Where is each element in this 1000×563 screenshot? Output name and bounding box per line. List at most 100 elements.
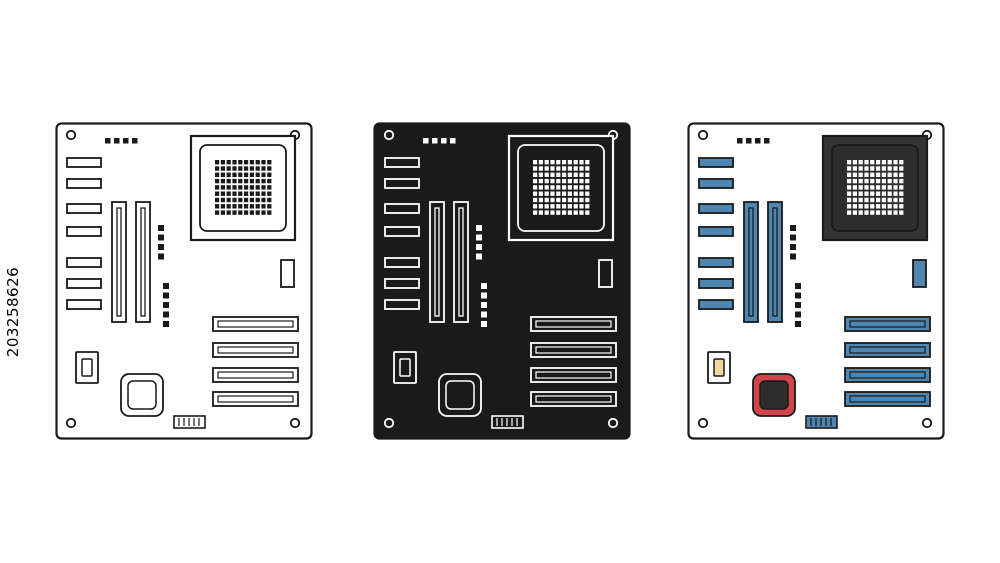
pin — [163, 311, 169, 318]
cpu-pin — [226, 166, 231, 171]
cpu-pin — [238, 160, 243, 165]
motherboard-svg — [687, 122, 945, 440]
cpu-pin — [870, 204, 875, 209]
cpu-pin — [538, 178, 543, 184]
cpu-pin — [267, 204, 272, 209]
cpu-pin — [215, 160, 220, 165]
cpu-pin — [215, 204, 220, 209]
pci-slot-groove — [217, 371, 294, 379]
cpu-pin — [567, 178, 572, 184]
cpu-pin — [533, 178, 538, 184]
cpu-pin — [544, 178, 549, 184]
cpu-pin — [881, 204, 886, 209]
cpu-pin — [261, 191, 266, 196]
cpu-pin — [550, 166, 555, 171]
cpu-pin — [550, 191, 555, 196]
cpu-pin — [887, 172, 892, 177]
pin — [476, 234, 482, 241]
cpu-pin — [881, 185, 886, 190]
cpu-pin — [215, 197, 220, 203]
pin — [163, 302, 169, 308]
cpu-pin — [876, 191, 881, 196]
cpu-pin — [255, 178, 260, 184]
cpu-pin — [261, 172, 266, 177]
cpu-pin — [538, 191, 543, 196]
cpu-pin — [579, 204, 584, 209]
cpu-pin — [585, 185, 590, 190]
pin — [795, 321, 801, 327]
cpu-pin — [249, 160, 254, 165]
cpu-pin — [550, 204, 555, 209]
cpu-pin — [562, 191, 567, 196]
io-port — [66, 299, 102, 310]
cpu-pin — [538, 166, 543, 171]
header-pin — [450, 138, 456, 144]
cpu-pin — [226, 204, 231, 209]
cpu-pin — [864, 191, 869, 196]
connector — [912, 259, 927, 288]
cpu-pin — [893, 185, 898, 190]
pin — [158, 225, 164, 231]
cpu-pin — [893, 172, 898, 177]
ram-slot-groove — [748, 207, 754, 317]
pin — [476, 225, 482, 231]
cpu-pin — [876, 185, 881, 190]
cpu-pin — [226, 210, 231, 215]
pin — [481, 292, 487, 299]
pin — [481, 302, 487, 308]
cpu-pin — [579, 210, 584, 215]
pci-slot-groove — [217, 320, 294, 328]
cpu-pin — [562, 160, 567, 165]
cpu-pin — [573, 178, 578, 184]
pin — [481, 321, 487, 327]
pci-slot-groove — [849, 346, 926, 354]
cpu-pin — [567, 166, 572, 171]
io-port — [698, 226, 734, 237]
ram-slot-groove — [434, 207, 440, 317]
pin — [476, 253, 482, 260]
cpu-pin — [556, 178, 561, 184]
cpu-pin — [232, 185, 237, 190]
cpu-pin — [899, 204, 904, 209]
cpu-pin — [852, 210, 857, 215]
cpu-pin — [220, 166, 225, 171]
cpu-pin — [876, 172, 881, 177]
io-port — [698, 203, 734, 214]
cpu-pin — [261, 166, 266, 171]
mounting-hole — [383, 129, 395, 141]
cpu-pin — [899, 191, 904, 196]
cpu-pin — [215, 191, 220, 196]
capacitor-core — [713, 358, 725, 377]
cpu-pin — [533, 204, 538, 209]
cpu-pin — [852, 204, 857, 209]
cpu-pin — [870, 178, 875, 184]
io-port — [698, 278, 734, 289]
cpu-pin — [533, 210, 538, 215]
cpu-pin — [533, 160, 538, 165]
pci-slot-groove — [535, 320, 612, 328]
pci-slot-groove — [849, 371, 926, 379]
cpu-pin — [249, 185, 254, 190]
cpu-pin — [899, 185, 904, 190]
cpu-pin — [893, 204, 898, 209]
cpu-pin — [562, 185, 567, 190]
cpu-pin — [544, 166, 549, 171]
pin — [790, 225, 796, 231]
mounting-hole — [289, 417, 301, 429]
header-pin — [423, 138, 429, 144]
pin — [795, 311, 801, 318]
cpu-pin — [255, 197, 260, 203]
cpu-pin — [585, 172, 590, 177]
mounting-hole — [65, 129, 77, 141]
cpu-pin — [579, 166, 584, 171]
cpu-pin — [244, 197, 249, 203]
io-port — [66, 178, 102, 189]
io-port — [66, 278, 102, 289]
cpu-socket — [199, 144, 287, 232]
cpu-pin — [249, 166, 254, 171]
cpu-pin — [864, 178, 869, 184]
pin — [163, 283, 169, 289]
cpu-pin — [226, 197, 231, 203]
cpu-pin — [858, 185, 863, 190]
cpu-pin — [870, 185, 875, 190]
